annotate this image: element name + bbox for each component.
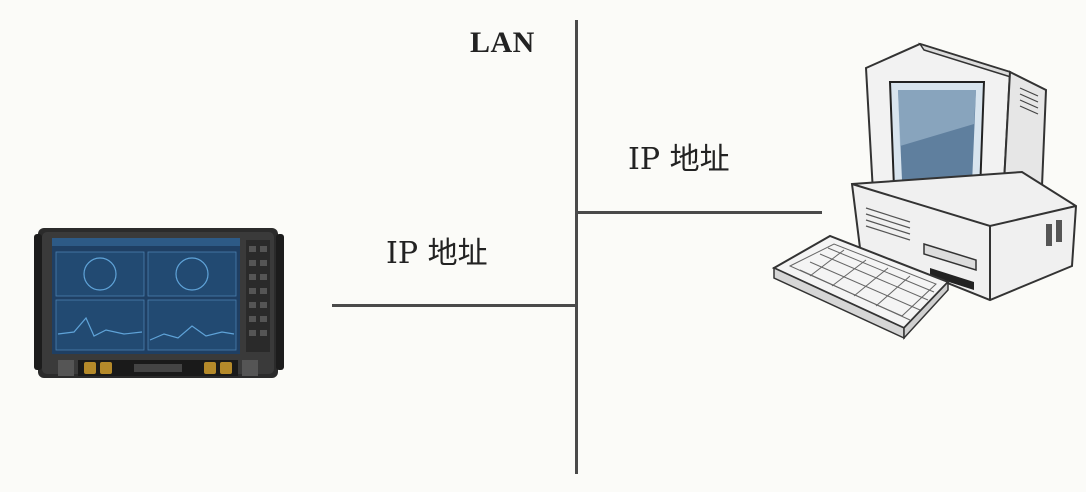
network-analyzer-icon: [34, 228, 284, 378]
computer-ip-address-label: IP 地址: [628, 142, 730, 177]
desktop-computer-icon: [771, 42, 1078, 340]
computer-link-line: [577, 211, 822, 214]
lan-bus-line: [575, 20, 578, 474]
lan-label: LAN: [470, 26, 535, 59]
analyzer-link-line: [332, 304, 577, 307]
analyzer-ip-address-label: IP 地址: [386, 236, 488, 271]
